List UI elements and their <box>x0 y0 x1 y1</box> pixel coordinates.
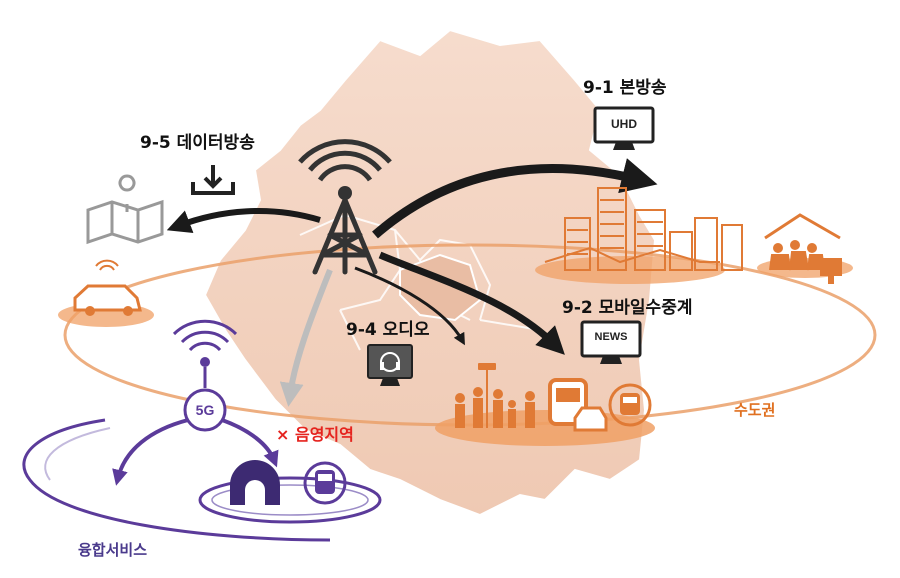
small-car-icon <box>573 406 608 432</box>
label-mobile-relay: 9-2 모바일수중계 <box>562 298 693 318</box>
convergence-orbit <box>22 418 331 542</box>
news-text: NEWS <box>594 331 628 343</box>
family-tv-icon <box>757 213 853 284</box>
arrow-shadow-area <box>279 268 333 407</box>
uhd-tv-icon <box>593 106 655 150</box>
transit-scene-icon <box>435 363 655 446</box>
download-icon <box>191 165 235 195</box>
label-audio: 9-4 오디오 <box>346 320 430 340</box>
label-data-broadcast: 9-5 데이터방송 <box>140 133 255 153</box>
train-circle-icon <box>608 383 652 427</box>
arrow-mobile-relay <box>378 251 565 355</box>
audio-monitor-icon <box>367 344 413 386</box>
convergence-orbit-shadow <box>44 427 111 481</box>
arrow-main-broadcast <box>372 158 658 239</box>
car-icon <box>58 259 154 327</box>
arrow-fiveg-left <box>112 418 189 486</box>
arrow-data-broadcast <box>166 208 321 233</box>
city-skyline-icon <box>535 187 743 284</box>
broadcast-tower-icon <box>298 139 392 275</box>
label-capital-region: 수도권 <box>734 401 776 419</box>
uhd-text: UHD <box>611 117 637 131</box>
fiveg-text: 5G <box>195 402 215 418</box>
news-tv-icon <box>580 320 642 364</box>
tunnel-train-icon <box>198 460 382 524</box>
label-convergence-service: 융합서비스 <box>78 541 148 559</box>
arrow-fiveg-right <box>221 418 279 468</box>
map-icon <box>86 174 164 245</box>
label-shadow-area: × 음영지역 <box>276 425 354 444</box>
fiveg-antenna-icon <box>172 319 238 432</box>
label-main-broadcast: 9-1 본방송 <box>583 78 667 98</box>
arrow-audio <box>354 266 465 346</box>
